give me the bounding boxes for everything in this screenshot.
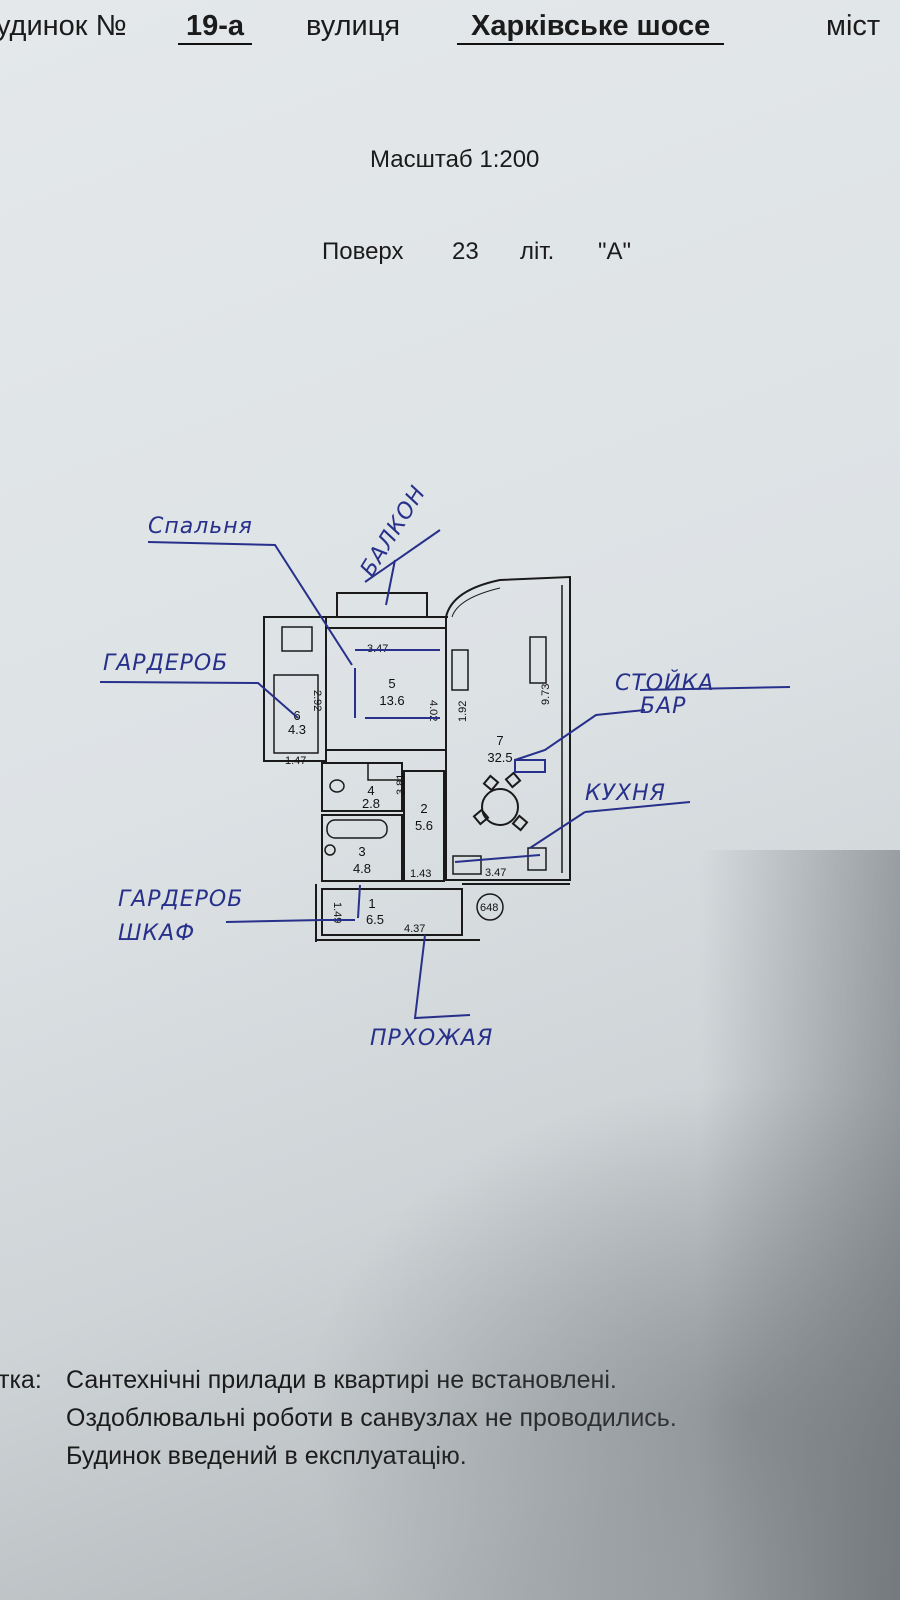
dim-riser: 648 xyxy=(480,902,498,914)
room-1-number: 1 xyxy=(368,896,375,911)
wall-room-4 xyxy=(321,762,403,812)
wall-room-3 xyxy=(321,814,403,882)
wall-room-2 xyxy=(403,770,445,882)
note-line-2: Оздоблювальні роботи в санвузлах не пров… xyxy=(66,1404,677,1432)
dim-corridor-width: 1.43 xyxy=(410,868,431,880)
room-6-number: 6 xyxy=(293,708,300,723)
street-name: Харківське шосе xyxy=(457,10,725,45)
label-wardrobe: ГАРДЕРОБ xyxy=(103,651,228,676)
room-3-area: 4.8 xyxy=(353,861,371,876)
room-5-number: 5 xyxy=(388,676,395,691)
dim-hall-depth: 1.49 xyxy=(331,902,343,923)
building-number: 19-а xyxy=(178,10,253,45)
label-closet-line2: ШКАФ xyxy=(118,921,195,946)
notes-label: тка: xyxy=(0,1366,42,1394)
room-3-number: 3 xyxy=(358,844,365,859)
table-icon xyxy=(481,788,519,826)
label-bedroom: Спальня xyxy=(148,514,253,539)
dim-bedroom-depth: 4.02 xyxy=(427,700,439,721)
room-7-area: 32.5 xyxy=(487,750,512,765)
toilet-icon xyxy=(329,779,345,793)
riser-icon xyxy=(476,893,504,921)
room-7-number: 7 xyxy=(496,733,503,748)
building-label: удинок № xyxy=(0,10,127,42)
scale-label: Масштаб 1:200 xyxy=(370,146,540,173)
dim-wardrobe-width: 1.47 xyxy=(285,755,306,767)
label-bar-line1: СТОЙКА xyxy=(615,670,714,696)
dim-kitchen-side: 1.92 xyxy=(457,701,469,722)
annotation-lines xyxy=(99,529,791,1020)
plan-walls xyxy=(263,575,571,942)
bathtub-icon xyxy=(326,819,388,839)
room-2-number: 2 xyxy=(420,801,427,816)
floor-label: Поверх xyxy=(322,238,404,265)
label-kitchen: КУХНЯ xyxy=(585,781,666,806)
label-hallway: ПРХОЖАЯ xyxy=(370,1026,493,1051)
lit-value: "А" xyxy=(598,238,632,265)
label-closet-line1: ГАРДЕРОБ xyxy=(118,887,243,912)
note-line-1: Сантехнічні прилади в квартирі не встано… xyxy=(66,1366,617,1394)
room-6-area: 4.3 xyxy=(288,722,306,737)
room-2-area: 5.6 xyxy=(415,818,433,833)
dim-hall-width: 4.37 xyxy=(404,923,425,935)
label-bar-line2: БАР xyxy=(640,694,686,719)
wall-room-7 xyxy=(445,575,571,881)
room-1-area: 6.5 xyxy=(366,912,384,927)
wall-room-1 xyxy=(321,888,463,936)
room-5-area: 13.6 xyxy=(379,693,404,708)
floor-number: 23 xyxy=(452,238,479,265)
room-4-area: 2.8 xyxy=(362,796,380,811)
lit-label: літ. xyxy=(520,238,555,265)
dim-kitchen-depth: 9.73 xyxy=(540,684,552,705)
dim-wardrobe-depth: 2.92 xyxy=(311,690,323,711)
room-4-number: 4 xyxy=(367,783,374,798)
balcony-outline xyxy=(336,592,428,618)
city-label: міст xyxy=(826,10,881,42)
dim-kitchen-width: 3.47 xyxy=(485,867,506,879)
street-label: вулиця xyxy=(306,10,401,42)
note-line-3: Будинок введений в експлуатацію. xyxy=(66,1442,467,1470)
dim-bath-depth: 3.81 xyxy=(395,774,407,795)
